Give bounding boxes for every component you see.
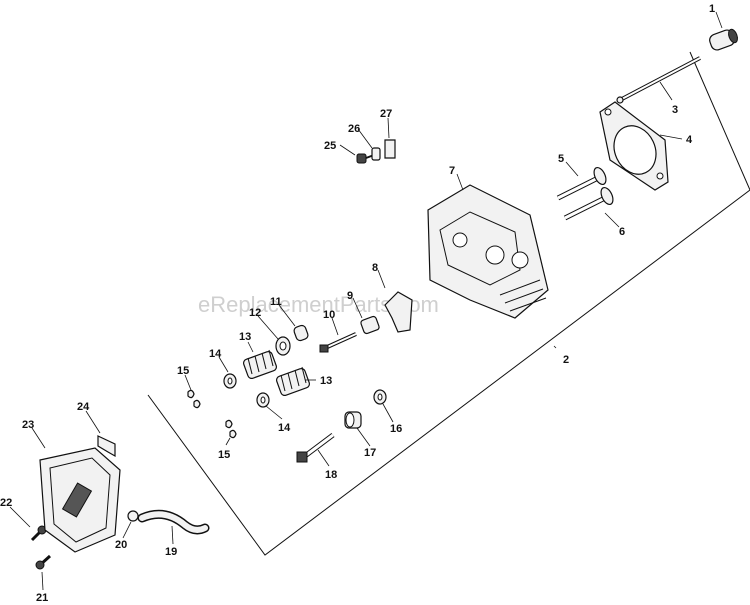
callout-21: 21 — [36, 592, 48, 604]
part-9-rocker-pivot — [360, 315, 380, 335]
part-20-clamp — [127, 510, 139, 522]
callout-26: 26 — [348, 123, 360, 135]
part-4-head-gasket — [599, 101, 669, 191]
callout-27: 27 — [380, 108, 392, 120]
part-21-screw — [35, 554, 52, 570]
callout-24: 24 — [77, 401, 90, 413]
callout-5: 5 — [558, 153, 564, 165]
callout-10: 10 — [323, 309, 335, 321]
part-13-valve-spring-lower — [276, 366, 310, 397]
callout-2: 2 — [563, 354, 569, 366]
callout-12: 12 — [249, 307, 261, 319]
callout-25: 25 — [324, 140, 336, 152]
callout-8: 8 — [372, 262, 378, 274]
callout-13-upper: 13 — [239, 331, 251, 343]
part-15-keepers-upper — [187, 389, 201, 409]
callout-1: 1 — [709, 3, 715, 15]
part-22-screw — [30, 525, 47, 542]
part-23-valve-cover — [39, 447, 121, 553]
callout-13-lower: 13 — [320, 375, 332, 387]
callout-14-lower: 14 — [278, 422, 291, 434]
part-8-rocker-arm — [384, 291, 413, 333]
part-7-cylinder-head — [427, 184, 549, 319]
part-6-valve — [563, 186, 614, 221]
callout-6: 6 — [619, 226, 625, 238]
callout-16: 16 — [390, 423, 402, 435]
part-3-push-rod — [616, 56, 701, 104]
callout-17: 17 — [364, 447, 376, 459]
part-13-valve-spring-upper — [243, 349, 277, 380]
callout-20: 20 — [115, 539, 127, 551]
part-19-breather-hose — [137, 509, 210, 535]
part-15-keepers-lower — [225, 419, 237, 439]
part-12-retainer — [275, 336, 291, 356]
callout-9: 9 — [347, 290, 353, 302]
callout-23: 23 — [22, 419, 34, 431]
part-5-valve — [556, 166, 607, 201]
callout-15-upper: 15 — [177, 365, 189, 377]
part-25-screw — [356, 153, 375, 164]
callout-22: 22 — [0, 497, 12, 509]
callout-11: 11 — [270, 296, 282, 308]
callout-4: 4 — [686, 134, 693, 146]
callout-19: 19 — [165, 546, 177, 558]
part-27-bracket — [384, 139, 396, 159]
callout-15-lower: 15 — [218, 449, 230, 461]
callout-7: 7 — [449, 165, 455, 177]
leader-lines — [9, 11, 723, 591]
part-1-sleeve — [709, 28, 738, 51]
callout-3: 3 — [672, 104, 678, 116]
part-26-bushing — [371, 147, 381, 161]
part-24-bracket — [97, 435, 116, 458]
part-16-washer — [373, 389, 387, 405]
part-18-head-bolt — [296, 433, 335, 463]
part-14-washer-upper — [223, 373, 237, 389]
assembly-outline — [147, 51, 750, 556]
part-17-sleeve — [344, 411, 362, 429]
part-10-stud — [319, 332, 357, 353]
part-14-washer-lower — [256, 392, 270, 408]
callout-14-upper: 14 — [209, 348, 222, 360]
part-11-valve-cap — [293, 324, 309, 342]
callout-18: 18 — [325, 469, 337, 481]
